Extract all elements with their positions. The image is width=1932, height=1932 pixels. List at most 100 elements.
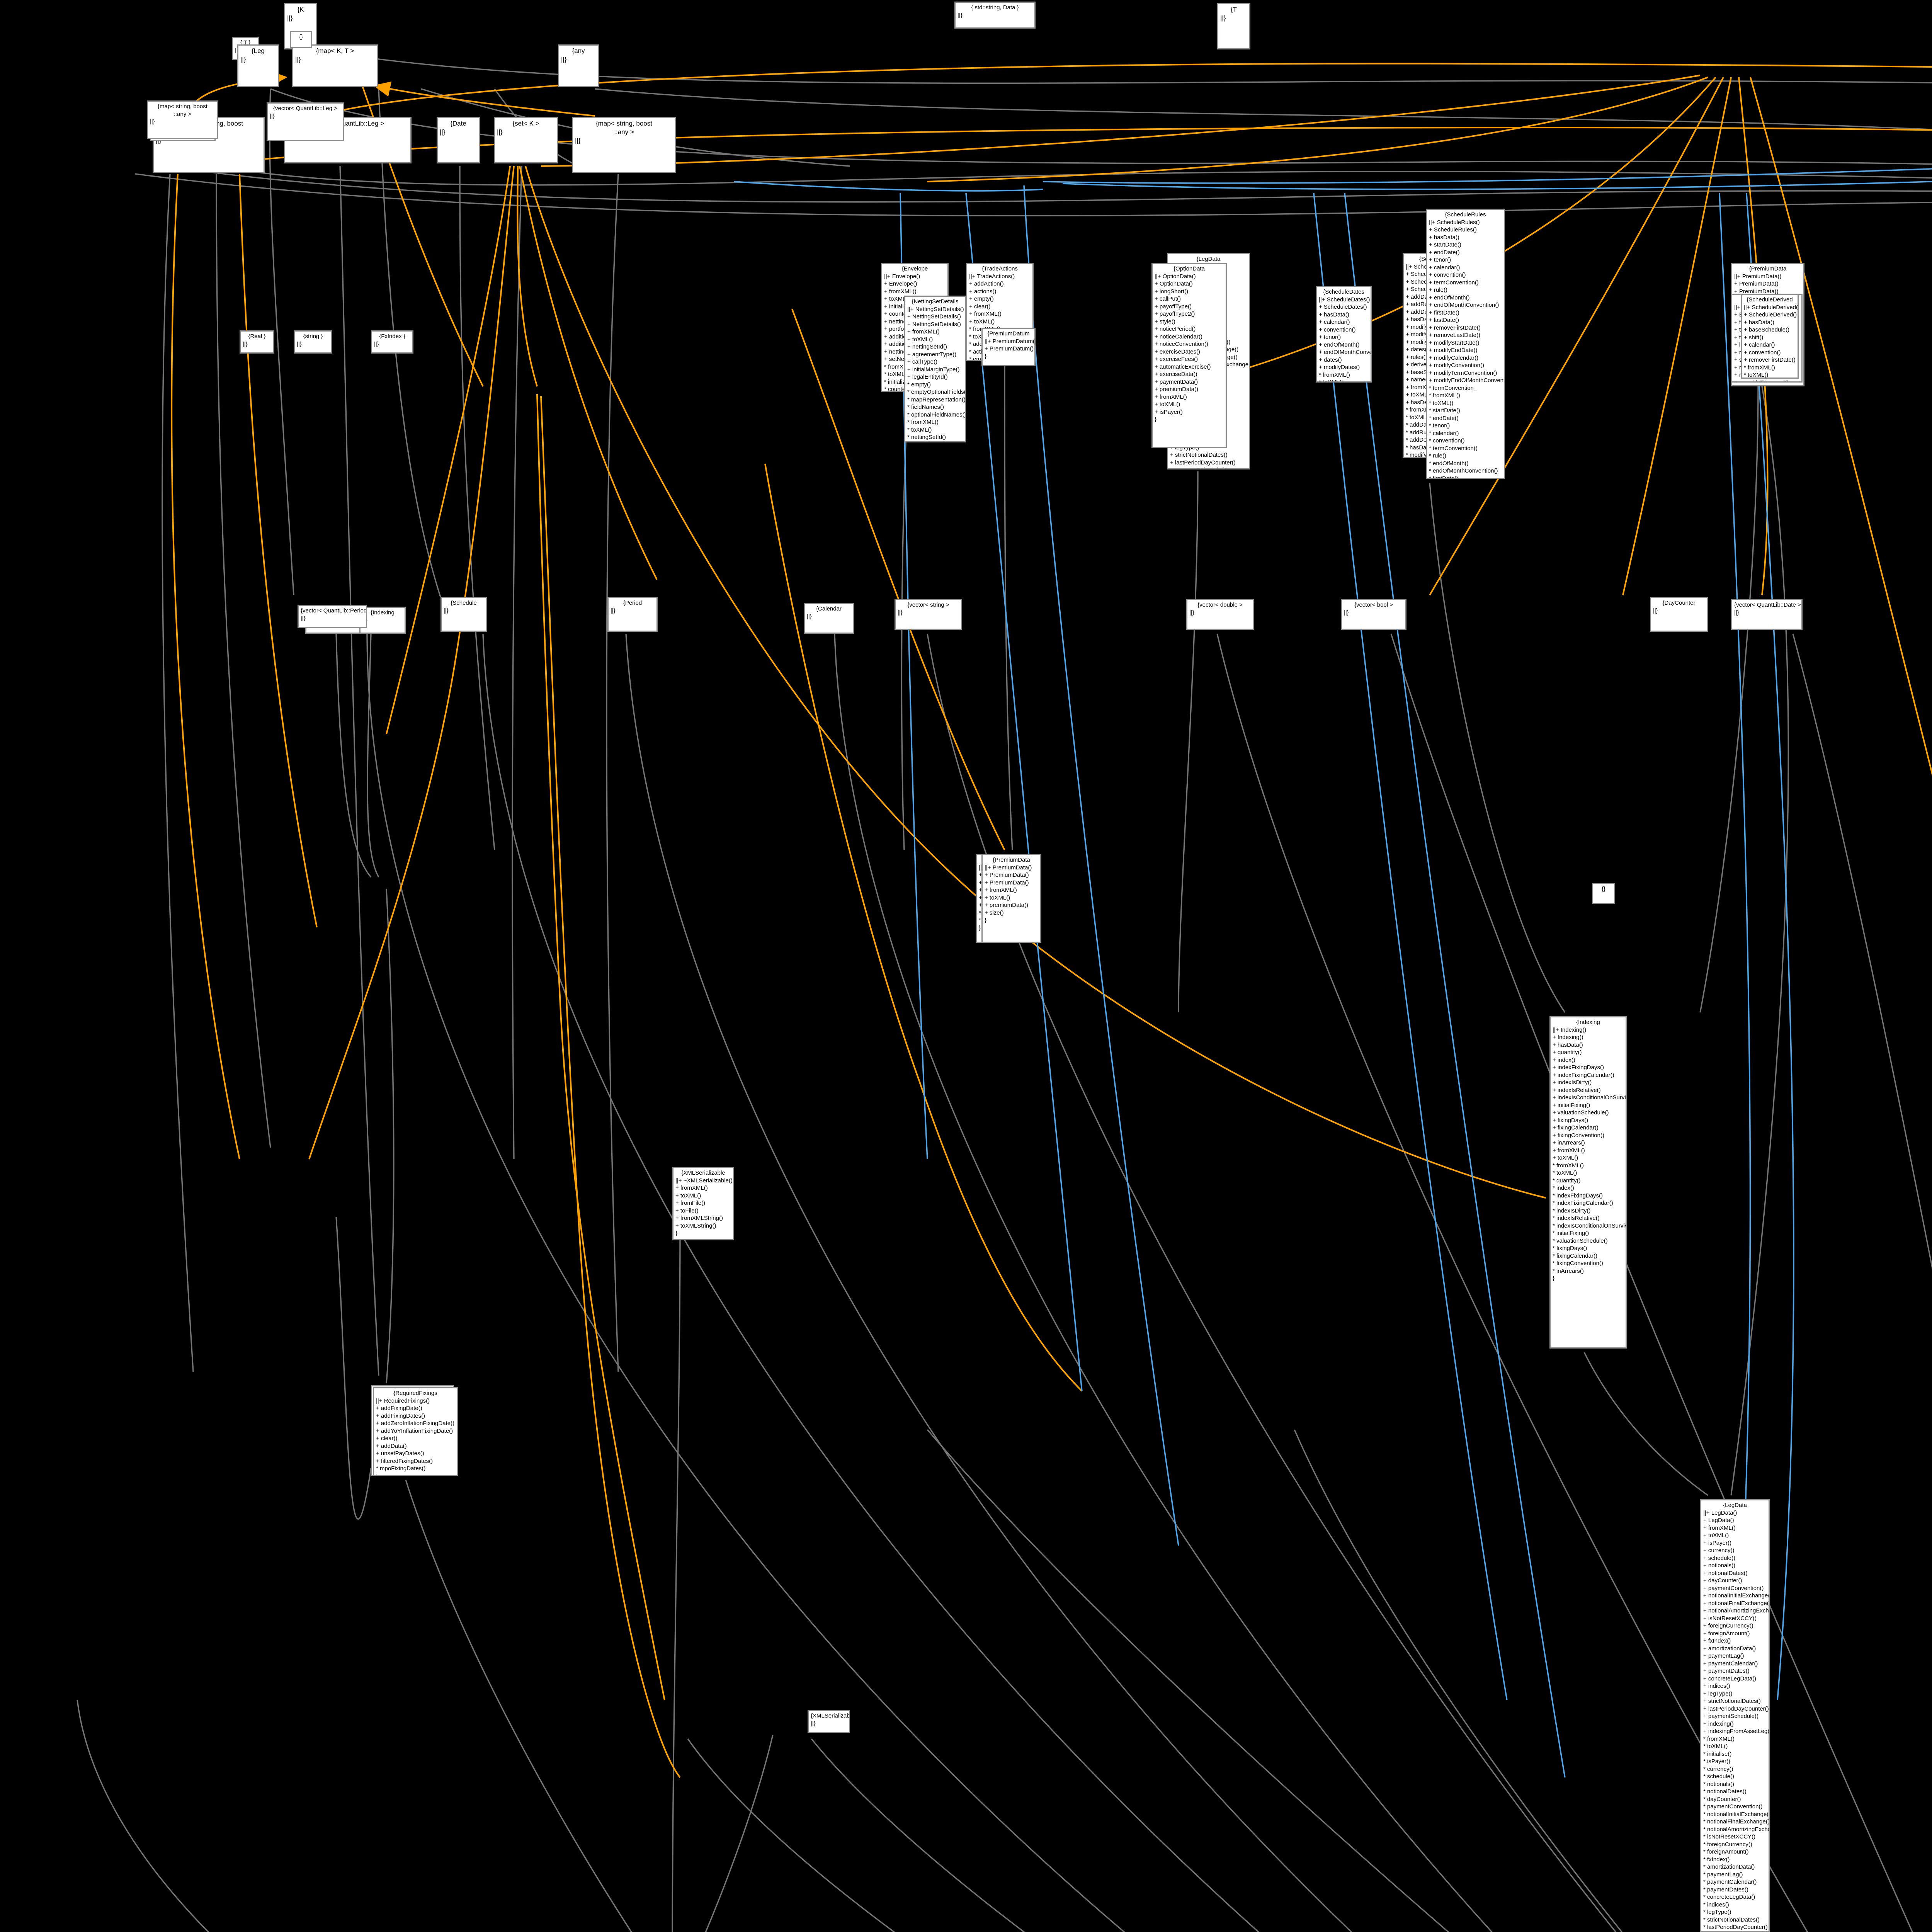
class-node-map_k_t[interactable]: {map< K, T >||}	[292, 44, 378, 87]
class-node-vector_period[interactable]: {vector< QuantLib::Period >||}	[298, 605, 367, 628]
class-node-title: {ScheduleDerived	[1747, 296, 1793, 303]
class-node-members: ||+ ScheduleDates() + ScheduleDates() + …	[1319, 296, 1371, 383]
class-node-members: ||}	[440, 128, 446, 136]
class-node-vector_string[interactable]: {vector< string > ||}	[895, 599, 962, 630]
class-node-n_req_fixings[interactable]: {RequiredFixings||+ RequiredFixings() + …	[373, 1387, 458, 1476]
class-node-title: {Real }	[248, 333, 266, 340]
class-node-title: { std::string, Data }	[971, 4, 1019, 11]
class-node-vector_double_1[interactable]: {vector< double >||}	[1186, 599, 1254, 630]
class-node-members: ||}	[807, 613, 812, 620]
class-node-xmlserializable_1[interactable]: {XMLSerializable||+ ~XMLSerializable() +…	[672, 1167, 734, 1240]
class-node-title: {Calendar	[816, 605, 842, 612]
class-node-hdr_vector_qllog[interactable]: {vector< QuantLib::Leg >||}	[267, 102, 344, 141]
class-node-title: {PremiumData	[993, 857, 1030, 863]
class-node-title: {string }	[303, 333, 323, 340]
class-node-nettingsetdetails[interactable]: {NettingSetDetails||+ NettingSetDetails(…	[904, 296, 966, 442]
class-node-title: {OptionData	[1173, 265, 1205, 272]
class-node-title: {K	[297, 6, 304, 13]
class-node-members: ||}	[301, 615, 306, 622]
class-node-quantlib_period[interactable]: {Period||}	[607, 597, 658, 632]
class-node-title: { T }	[240, 39, 251, 46]
class-node-schedulederived[interactable]: {ScheduleDerived||+ ScheduleDerived() + …	[1741, 294, 1799, 379]
class-node-members: ||+ PremiumDatum() + PremiumDatum() }	[985, 338, 1036, 360]
class-node-members: ||}	[150, 118, 155, 125]
class-node-title: {Date	[450, 120, 466, 127]
class-node-small_2[interactable]: {}	[290, 31, 312, 48]
class-node-title: {PremiumDatum	[987, 330, 1030, 337]
class-node-vector_bool[interactable]: {vector< bool >||}	[1341, 599, 1406, 630]
class-node-any[interactable]: {any||}	[558, 44, 599, 87]
class-node-title: {ScheduleDates	[1323, 289, 1364, 295]
class-node-leg[interactable]: {Leg||}	[237, 44, 279, 87]
class-node-members: ||+ PremiumData() + PremiumData() + Prem…	[985, 864, 1032, 924]
class-node-members: ||}	[1734, 609, 1739, 616]
class-node-members: ||}	[957, 12, 963, 19]
class-node-title: {DayCounter	[1662, 600, 1696, 606]
class-node-real_t[interactable]: {Real }||}	[240, 330, 274, 354]
class-node-title: {Indexing	[371, 609, 395, 616]
class-node-members: ||}	[1653, 607, 1658, 614]
class-node-members: ||}	[575, 137, 581, 145]
class-node-premdata_mid[interactable]: {PremiumData||+ PremiumData() + PremiumD…	[981, 854, 1041, 943]
class-node-title: {FxIndex }	[379, 333, 405, 340]
class-node-title: {vector< string >	[907, 602, 949, 608]
class-node-title: {ScheduleRules	[1445, 211, 1486, 218]
class-node-tmpl_arg_1[interactable]: { std::string, Data }||}	[954, 2, 1036, 29]
class-node-vector_date[interactable]: {vector< QuantLib::Date >||}	[1731, 599, 1803, 630]
class-node-members: ||}	[374, 340, 379, 347]
class-node-set_k[interactable]: {set< K >||}	[494, 117, 558, 163]
class-node-title: {XMLSerializable	[681, 1170, 725, 1176]
class-node-title: {Indexing	[1576, 1019, 1600, 1026]
class-node-title: {T	[1230, 6, 1237, 13]
class-node-small_1[interactable]: {}	[1592, 883, 1615, 904]
class-node-title: {TradeActions	[982, 265, 1018, 272]
class-node-members: ||+ NettingSetDetails() + NettingSetDeta…	[907, 306, 966, 441]
class-node-schedulerules[interactable]: {ScheduleRules||+ ScheduleRules() + Sche…	[1426, 209, 1505, 479]
class-node-tradeactions[interactable]: {TradeActions||+ TradeActions() + addAct…	[966, 263, 1034, 361]
class-node-members: ||}	[898, 609, 903, 616]
class-node-cashflow_big[interactable]: {LegData||+ LegData() + LegData() + from…	[1700, 1499, 1770, 1932]
class-node-title: {vector< QuantLib::Period >	[301, 607, 367, 614]
class-node-title: {any	[572, 47, 585, 54]
class-node-members: ||}	[295, 56, 301, 63]
class-node-members: ||}	[287, 14, 293, 22]
class-node-title: {map< string, boost ::any >	[158, 103, 207, 117]
class-node-title: {}	[299, 34, 303, 40]
class-node-ql_schedule[interactable]: {Schedule||}	[440, 597, 487, 632]
class-node-leftcol_1[interactable]: {map< string, boost ::any >||}	[147, 100, 218, 139]
class-node-title: {Envelope	[901, 265, 928, 272]
class-node-fxindex_t[interactable]: {FxIndex }||}	[371, 330, 413, 354]
class-node-title: {LegData	[1196, 256, 1221, 262]
class-node-members: ||+ TradeActions() + addAction() + actio…	[969, 273, 1015, 361]
class-node-title: {vector< double >	[1197, 602, 1243, 608]
class-node-title: {RequiredFixings	[393, 1390, 437, 1396]
class-node-daycounter_n[interactable]: {DayCounter ||}	[1650, 597, 1708, 632]
class-node-title: {Period	[623, 600, 642, 606]
class-node-optiondata[interactable]: {OptionData||+ OptionData() + OptionData…	[1151, 263, 1227, 448]
class-node-members: ||}	[362, 617, 403, 624]
class-node-title: {vector< QuantLib::Date >	[1734, 602, 1801, 608]
class-node-title: {map< string, boost ::any >	[595, 120, 652, 136]
class-node-string_t[interactable]: {string }||}	[294, 330, 332, 354]
class-node-members: ||}	[297, 340, 302, 347]
class-node-t[interactable]: {T ||}	[1217, 3, 1250, 49]
class-node-members: ||}	[1189, 609, 1194, 616]
class-node-title: {vector< QuantLib::Leg >	[273, 105, 337, 112]
class-node-members: ||+ RequiredFixings() + addFixingDate() …	[376, 1397, 455, 1476]
class-node-title: {LegData	[1723, 1502, 1747, 1509]
class-node-members: ||}	[1220, 14, 1226, 22]
class-node-date[interactable]: {Date ||}	[437, 117, 480, 163]
class-node-title: {set< K >	[512, 120, 539, 127]
class-node-premiumdatum[interactable]: {PremiumDatum||+ PremiumDatum() + Premiu…	[981, 328, 1036, 366]
class-node-calendar_n[interactable]: {Calendar ||}	[804, 603, 854, 634]
class-node-xmlserializable_2[interactable]: {XMLSerializable||}	[808, 1710, 850, 1733]
orange-template-edges	[171, 63, 1932, 1778]
class-node-indexing_big[interactable]: {Indexing||+ Indexing() + Indexing() + h…	[1549, 1016, 1627, 1349]
class-node-members: ||+ Indexing() + Indexing() + hasData() …	[1553, 1026, 1627, 1282]
class-node-scheduledates[interactable]: {ScheduleDates||+ ScheduleDates() + Sche…	[1316, 286, 1372, 383]
class-node-title: {PremiumData	[1749, 265, 1787, 272]
class-node-map_string_any[interactable]: {map< string, boost ::any >||}	[572, 117, 676, 173]
class-node-members: ||}	[811, 1720, 816, 1727]
